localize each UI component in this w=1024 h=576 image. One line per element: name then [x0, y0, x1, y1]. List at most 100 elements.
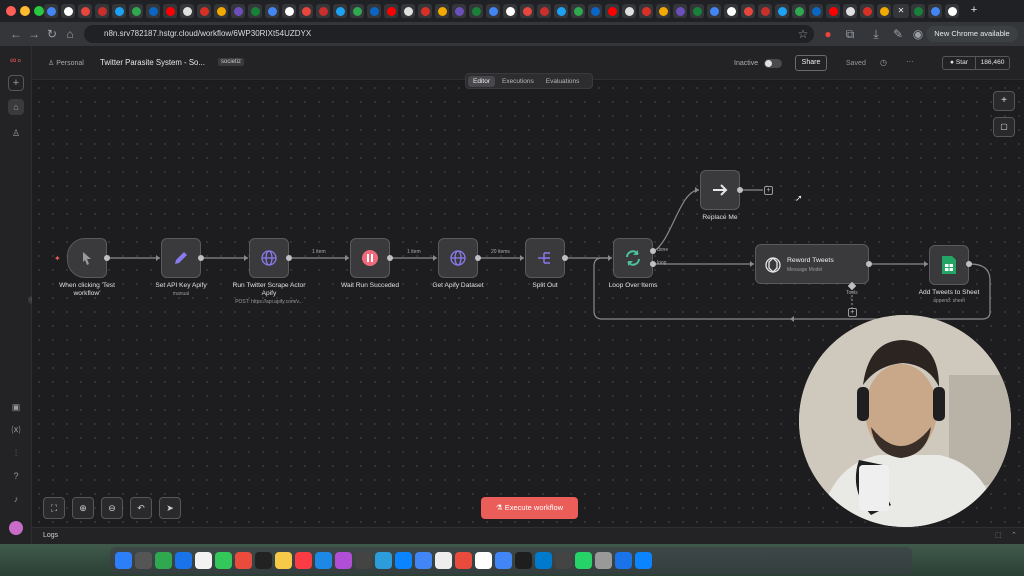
execute-workflow-button[interactable]: ⚗ Execute workflow — [481, 497, 578, 519]
browser-tab[interactable] — [690, 4, 704, 18]
node-get-dataset[interactable] — [438, 238, 478, 278]
reload-icon[interactable]: ↻ — [46, 27, 58, 41]
browser-tab[interactable] — [418, 4, 432, 18]
dock-app-icon[interactable] — [375, 552, 392, 569]
variables-icon[interactable]: ⒳ — [11, 425, 21, 435]
browser-tab[interactable] — [843, 4, 857, 18]
browser-tab[interactable] — [741, 4, 755, 18]
dock-app-icon[interactable] — [295, 552, 312, 569]
notifications-bell-icon[interactable]: ♪ — [13, 494, 19, 504]
node-set-api-key[interactable] — [161, 238, 201, 278]
output-handle[interactable] — [562, 255, 568, 261]
browser-tab[interactable] — [452, 4, 466, 18]
help-icon[interactable]: ? — [13, 471, 19, 481]
browser-tab[interactable] — [622, 4, 636, 18]
browser-tab[interactable] — [571, 4, 585, 18]
workflow-title[interactable]: Twitter Parasite System - So... — [100, 58, 205, 67]
browser-tab[interactable] — [214, 4, 228, 18]
dock-app-icon[interactable] — [615, 552, 632, 569]
node-trigger[interactable] — [67, 238, 107, 278]
dock-app-icon[interactable] — [235, 552, 252, 569]
dock-app-icon[interactable] — [275, 552, 292, 569]
dock-app-icon[interactable] — [355, 552, 372, 569]
workspace-breadcrumb[interactable]: ♙ Personal — [48, 60, 84, 67]
dock-app-icon[interactable] — [595, 552, 612, 569]
node-loop-over-items[interactable] — [613, 238, 653, 278]
done-output-handle[interactable] — [650, 248, 656, 254]
loop-output-handle[interactable] — [650, 261, 656, 267]
dock-app-icon[interactable] — [635, 552, 652, 569]
browser-tab[interactable] — [775, 4, 789, 18]
browser-tab[interactable] — [503, 4, 517, 18]
node-replace-me[interactable] — [700, 170, 740, 210]
browser-tab[interactable] — [180, 4, 194, 18]
browser-tab[interactable] — [724, 4, 738, 18]
browser-tab[interactable] — [384, 4, 398, 18]
insights-icon[interactable]: ⫶ — [14, 448, 18, 458]
tab-evaluations[interactable]: Evaluations — [545, 77, 580, 85]
browser-tab[interactable] — [367, 4, 381, 18]
open-logs-icon[interactable]: ⌃ — [1011, 532, 1017, 539]
browser-tab[interactable] — [588, 4, 602, 18]
extensions-puzzle-icon[interactable]: ⧉ — [845, 27, 855, 41]
browser-tab[interactable] — [112, 4, 126, 18]
pointer-tool-icon[interactable]: ➤ — [159, 497, 181, 519]
browser-tab[interactable] — [486, 4, 500, 18]
workflow-canvas[interactable] — [32, 81, 1024, 527]
browser-tab[interactable] — [639, 4, 653, 18]
browser-tab[interactable] — [231, 4, 245, 18]
browser-tab[interactable] — [350, 4, 364, 18]
browser-tab[interactable] — [945, 4, 959, 18]
dock-app-icon[interactable] — [555, 552, 572, 569]
dock-app-icon[interactable] — [395, 552, 412, 569]
tab-executions[interactable]: Executions — [501, 77, 534, 85]
zoom-out-icon[interactable]: ⊖ — [101, 497, 123, 519]
dock-app-icon[interactable] — [135, 552, 152, 569]
zoom-in-icon[interactable]: ⊕ — [72, 497, 94, 519]
more-options-icon[interactable]: ··· — [906, 57, 914, 66]
browser-tab[interactable] — [129, 4, 143, 18]
node-reword-tweets[interactable]: Reword Tweets Message Model — [755, 244, 869, 284]
minimize-window-button[interactable] — [20, 6, 30, 16]
dock-app-icon[interactable] — [575, 552, 592, 569]
browser-tab[interactable] — [537, 4, 551, 18]
dock-app-icon[interactable] — [455, 552, 472, 569]
output-handle[interactable] — [866, 261, 872, 267]
close-window-button[interactable] — [6, 6, 16, 16]
browser-tab[interactable] — [469, 4, 483, 18]
output-handle[interactable] — [198, 255, 204, 261]
browser-tab[interactable] — [163, 4, 177, 18]
browser-tab[interactable] — [605, 4, 619, 18]
browser-tab[interactable] — [435, 4, 449, 18]
history-icon[interactable]: ◷ — [880, 58, 887, 67]
output-handle[interactable] — [737, 187, 743, 193]
dock-app-icon[interactable] — [175, 552, 192, 569]
dock-app-icon[interactable] — [535, 552, 552, 569]
dock-app-icon[interactable] — [195, 552, 212, 569]
sticky-note-icon[interactable]: ▢ — [993, 117, 1015, 137]
browser-tab[interactable] — [146, 4, 160, 18]
dock-app-icon[interactable] — [335, 552, 352, 569]
browser-tab[interactable] — [299, 4, 313, 18]
templates-icon[interactable]: ▣ — [11, 402, 21, 412]
browser-tab[interactable] — [44, 4, 58, 18]
node-split-out[interactable] — [525, 238, 565, 278]
new-tab-button[interactable]: + — [970, 4, 978, 16]
dock-app-icon[interactable] — [435, 552, 452, 569]
dock-app-icon[interactable] — [215, 552, 232, 569]
output-handle[interactable] — [966, 261, 972, 267]
active-toggle[interactable] — [764, 59, 782, 68]
browser-tab[interactable] — [333, 4, 347, 18]
expand-logs-icon[interactable]: ⬚ — [995, 532, 1002, 539]
download-icon[interactable]: ⤓ — [873, 27, 879, 41]
browser-tab[interactable] — [78, 4, 92, 18]
bookmark-star-icon[interactable]: ☆ — [797, 27, 809, 41]
home-icon[interactable]: ⌂ — [8, 99, 24, 115]
output-handle[interactable] — [104, 255, 110, 261]
add-plus-icon[interactable]: + — [8, 75, 24, 91]
share-button[interactable]: Share — [795, 55, 827, 71]
browser-tab[interactable] — [928, 4, 942, 18]
profile-avatar[interactable]: ◉ — [912, 27, 924, 41]
browser-tab[interactable] — [656, 4, 670, 18]
active-tab-close-icon[interactable]: ✕ — [893, 4, 909, 18]
